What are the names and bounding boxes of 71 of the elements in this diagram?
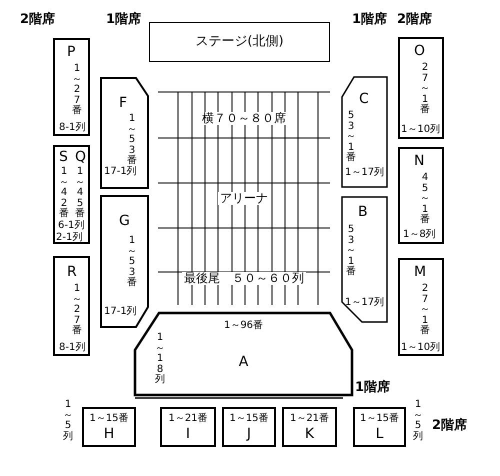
seating-block [160,407,216,447]
seating-block [53,145,90,244]
arena-label: アリーナ [218,192,270,206]
seat-range: 1～27番 [72,64,82,116]
block-letter: B [358,205,368,220]
seating-block [353,407,406,447]
block-letter: F [119,96,128,112]
seating-block [53,256,90,356]
block-letter: L [376,427,384,442]
block-letter: R [67,265,77,280]
floor-label: 2階席 [432,416,468,434]
seat-range: 1～53番 [127,236,137,288]
arena-label: 横７０～８０席 [200,112,288,126]
seat-range: 1～15番 [360,413,400,424]
seating-block [282,407,337,447]
seating-block [222,407,276,447]
seat-range: 1～21番 [290,413,330,424]
seat-range: 17-1列 [104,166,137,177]
block-letter: O [414,44,426,60]
block-letter: S [59,150,68,166]
stage-label: ステージ(北側) [195,35,284,50]
seat-range: 2-1列 [56,232,82,243]
block-letter: J [246,427,252,442]
seat-range: 8-1列 [59,342,86,353]
seat-range: 1～45番 [75,167,85,220]
block-letter: G [119,214,130,230]
seat-range: 1～10列 [401,124,440,135]
block-letter: C [359,92,369,108]
seat-range: 8-1列 [59,122,86,133]
seating-block [53,38,90,136]
floor-label: 1階席 [106,10,142,28]
seating-block [398,37,444,139]
seat-range: 6-1列 [58,220,84,231]
seat-range: 1～53番 [127,114,137,166]
seating-block [398,258,444,356]
row-range: 1～5列 [413,400,423,442]
block-letter: M [414,265,426,280]
seat-range: 1～10列 [401,342,440,353]
block-letter: N [414,154,424,170]
floor-label: 2階席 [397,10,432,28]
block-letter: H [104,427,114,442]
block-letter: K [304,427,314,442]
block-letter: A [238,355,248,370]
block-letter: I [186,427,190,442]
row-range: 1～5列 [63,400,73,442]
block-letter: Q [75,150,86,166]
seat-range: 45～1番 [420,173,430,226]
seat-range: 53～1番 [346,225,356,278]
seating-block [82,407,136,447]
seat-range: 1～42番 [59,167,69,220]
seat-range: 27～1番 [420,63,430,116]
seat-range: 1～15番 [89,413,129,424]
seat-range: 1～96番 [224,320,264,331]
seat-range: 1～27番 [72,284,82,336]
arena-grid [158,92,330,305]
stage-box [149,22,330,62]
seat-range: 1～17列 [345,167,384,178]
seat-range: 17-1列 [104,306,137,317]
seat-range: 1～21番 [168,413,208,424]
seat-range: 27～1番 [420,284,430,336]
seating-block [398,147,444,244]
seat-range: 1～18列 [155,333,165,386]
seat-range: 1～8列 [403,229,436,240]
floor-label: 1階席 [355,378,390,396]
floor-label: 1階席 [352,10,388,28]
seat-range: 1～15番 [229,413,269,424]
block-letter: P [67,45,76,60]
seat-range: 53～1番 [346,111,356,164]
floor-label: 2階席 [20,10,56,28]
seat-range: 1～17列 [345,297,384,308]
arena-label: 最後尾 ５０～６０列 [182,272,306,286]
